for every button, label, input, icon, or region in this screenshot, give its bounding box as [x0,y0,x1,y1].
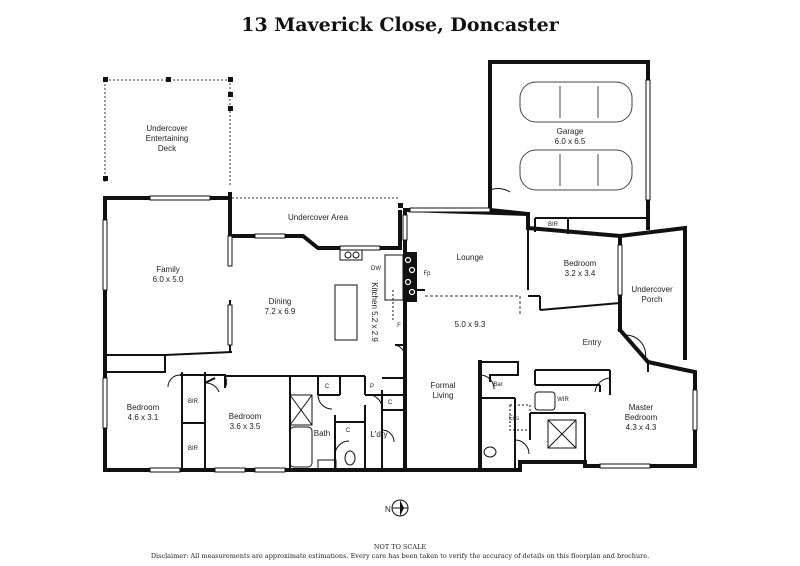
dw-label: DW [371,266,381,272]
lounge-dashed [425,295,521,316]
lounge-label: Lounge [457,253,484,262]
dining-dims: 7.2 x 6.9 [265,307,296,316]
undercover-area-label: Undercover Area [288,213,349,222]
deck-outline [104,79,231,186]
fp-label: Fp [423,271,431,277]
deck-label-2: Entertaining [146,134,189,143]
cupboard-label-2: C [388,400,393,406]
interior-walls [105,217,649,470]
disclaimer: Disclaimer: All measurements are approxi… [150,552,650,560]
entry-label: Entry [583,338,602,347]
bir-label-top: BIR [548,222,559,228]
cupboard-label-3: C [346,428,351,434]
master-label-1: Master [629,403,654,412]
family-label: Family [156,265,180,274]
wir-label: WIR [557,397,569,403]
ens-label: Ens [509,416,519,422]
kitchen-label: Kitchen 5.2 x 2.9 [370,282,379,342]
bedroom-mid-dims: 3.6 x 3.5 [230,422,261,431]
garage-dims: 6.0 x 6.5 [555,137,586,146]
formal-living-label-2: Living [433,391,454,400]
porch-label-2: Porch [642,295,663,304]
porch-label-1: Undercover [631,285,673,294]
master-dims: 4.3 x 4.3 [626,423,657,432]
compass-label: N [385,505,391,514]
scale-note: NOT TO SCALE [373,543,427,551]
cupboard-label-1: C [325,384,330,390]
deck-label-3: Deck [158,144,177,153]
pantry-label: P [370,384,374,390]
bath-fixtures [289,391,577,471]
bath-label: Bath [314,429,330,438]
garage-label: Garage [557,127,584,136]
living-dims: 5.0 x 9.3 [455,320,486,329]
bir-label-left2: BIR [188,446,199,452]
kitchen-island [334,249,404,341]
bedroom-mid-label: Bedroom [229,412,262,421]
bir-label-left1: BIR [188,399,199,405]
bedroom-left-dims: 4.6 x 3.1 [128,413,159,422]
deck-posts [103,77,233,181]
deck-label-1: Undercover [146,124,188,133]
formal-living-label-1: Formal [431,381,456,390]
ldry-label: L'dry [370,430,387,439]
exterior-walls [103,60,697,472]
garage-cars [519,81,633,191]
dining-label: Dining [269,297,292,306]
bar-label: Bar [493,382,502,388]
windows [102,79,698,473]
master-label-2: Bedroom [625,413,658,422]
door-swings [167,188,647,456]
family-dims: 6.0 x 5.0 [153,275,184,284]
bedroom-left-label: Bedroom [127,403,160,412]
fridge-label: F [397,323,401,329]
plan-title: 13 Maverick Close, Doncaster [241,14,559,36]
bedroom2-dims: 3.2 x 3.4 [565,269,596,278]
bedroom2-label: Bedroom [564,259,597,268]
